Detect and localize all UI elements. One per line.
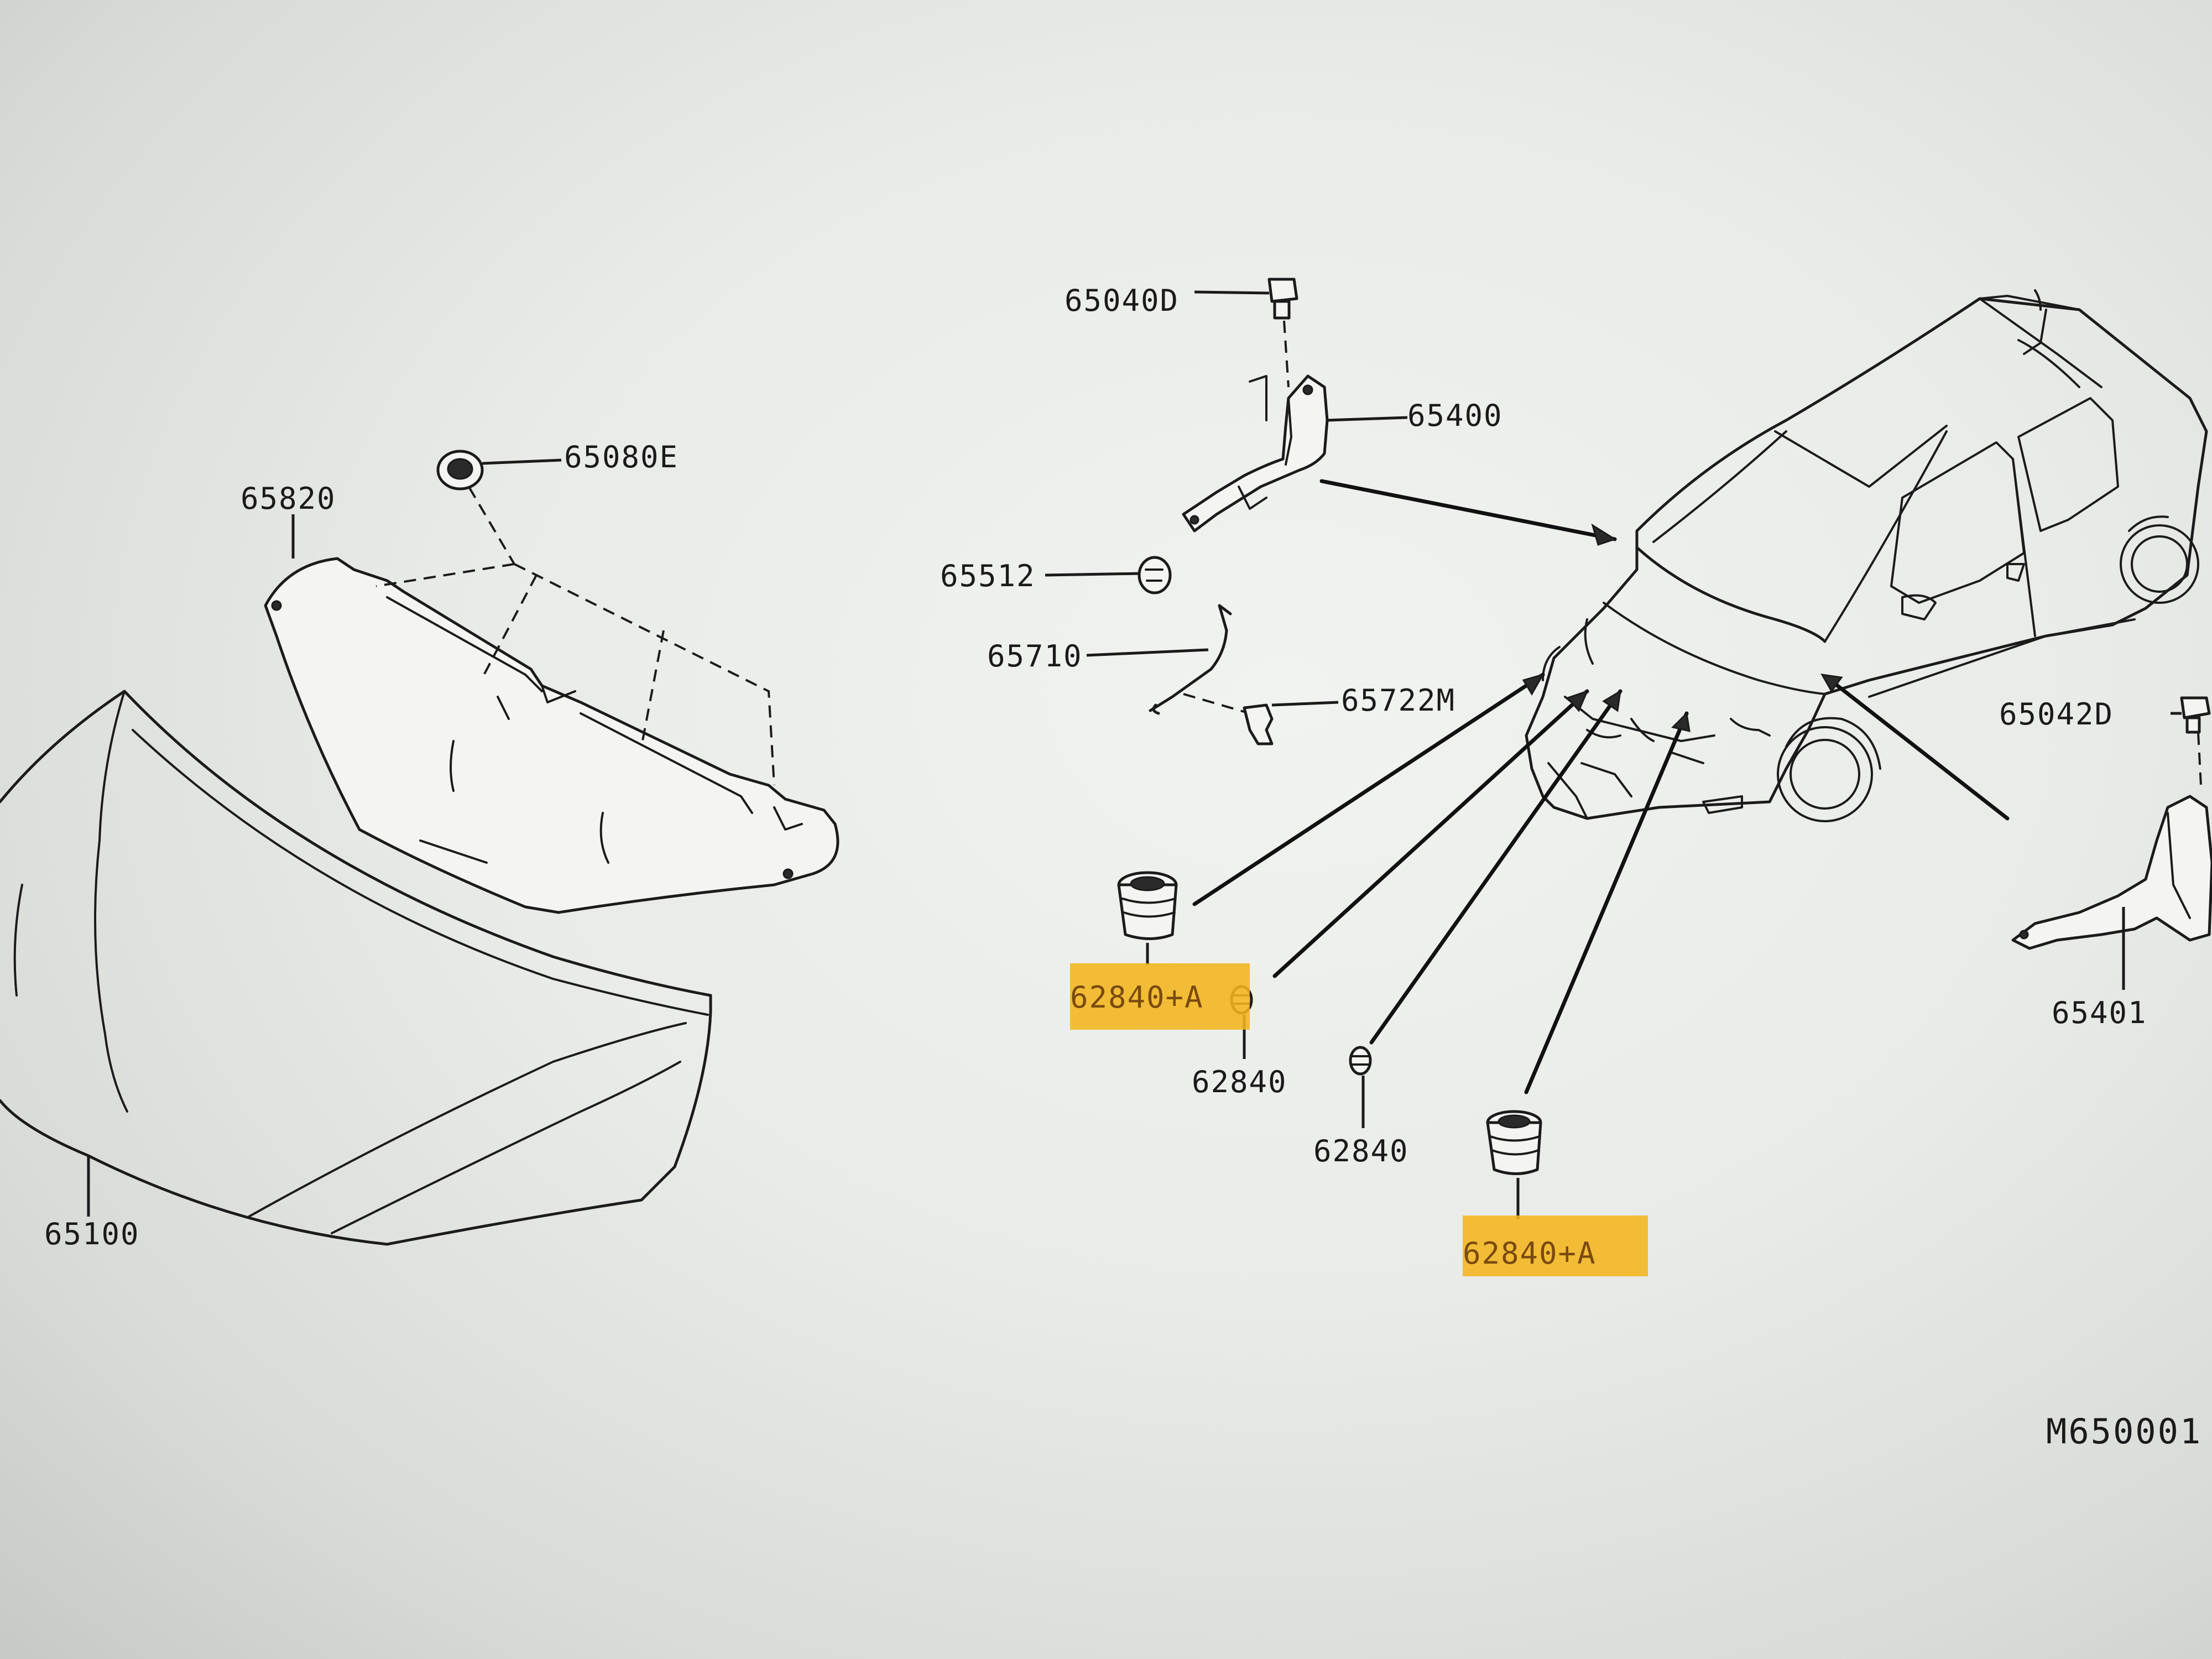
bump-stop-62840A-2 xyxy=(1486,1110,1542,1219)
bump-stop-62840-2 xyxy=(1349,1046,1372,1128)
label-65710: 65710 xyxy=(987,639,1083,674)
highlight-box-2 xyxy=(1463,1215,1648,1276)
hood-support-rod-65710 xyxy=(1086,604,1250,715)
indicator-arrows xyxy=(1192,479,2010,1094)
rubber-bumper-65512 xyxy=(1045,556,1172,594)
hood-hinge-65400 xyxy=(1182,374,1408,533)
clip-65080E xyxy=(436,450,562,491)
hinge-bolt-65042D xyxy=(2171,696,2211,786)
label-65042D: 65042D xyxy=(1999,697,2114,732)
hood-insulator xyxy=(264,469,839,914)
highlight-box-1 xyxy=(1070,963,1250,1030)
hinge-bolt-65040D xyxy=(1194,278,1298,388)
figure-code: M650001 xyxy=(2046,1411,2202,1452)
label-62840A-2: 62840+A xyxy=(1463,1236,1597,1271)
hood-hinge-65401 xyxy=(2011,795,2212,990)
label-65722M: 65722M xyxy=(1341,683,1455,718)
label-65512: 65512 xyxy=(940,559,1036,593)
label-65040D: 65040D xyxy=(1065,283,1179,318)
label-65080E: 65080E xyxy=(564,440,679,474)
bump-stop-62840A-1 xyxy=(1117,871,1178,965)
label-65400: 65400 xyxy=(1407,398,1503,433)
hood-panel xyxy=(0,690,712,1246)
vehicle-overview xyxy=(1525,289,2208,822)
label-65820: 65820 xyxy=(241,481,336,516)
label-62840-1: 62840 xyxy=(1192,1065,1287,1099)
label-62840A-1: 62840+A xyxy=(1070,980,1204,1015)
label-62840-2: 62840 xyxy=(1313,1134,1409,1168)
clip-65722M xyxy=(1243,701,1339,745)
label-65100: 65100 xyxy=(44,1217,140,1251)
label-65401: 65401 xyxy=(2052,995,2147,1030)
